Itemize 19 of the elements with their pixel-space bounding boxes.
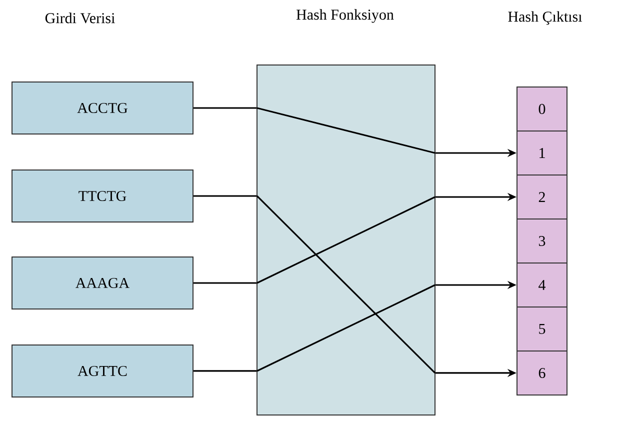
output-cell: 6 — [516, 350, 568, 396]
input-box: TTCTG — [12, 170, 194, 222]
input-box: AGTTC — [12, 344, 194, 398]
output-cell: 5 — [516, 306, 568, 352]
connector-line — [194, 107, 256, 109]
column-heading: Girdi Verisi — [45, 12, 115, 24]
input-box: ACCTG — [12, 82, 194, 134]
output-cell: 3 — [516, 218, 568, 264]
input-box: AAAGA — [12, 256, 194, 310]
output-cell: 0 — [516, 86, 568, 132]
hash-function-box: Hash Fonksiyon — [256, 9, 436, 416]
output-cell: 4 — [516, 262, 568, 308]
output-cell: 1 — [516, 130, 568, 176]
connector-line — [194, 195, 256, 197]
node-label: Hash Fonksiyon — [296, 9, 394, 23]
column-heading: Hash Çıktısı — [508, 11, 582, 25]
output-cell: 2 — [516, 174, 568, 220]
connector-line — [194, 370, 256, 372]
connector-line — [194, 282, 256, 284]
